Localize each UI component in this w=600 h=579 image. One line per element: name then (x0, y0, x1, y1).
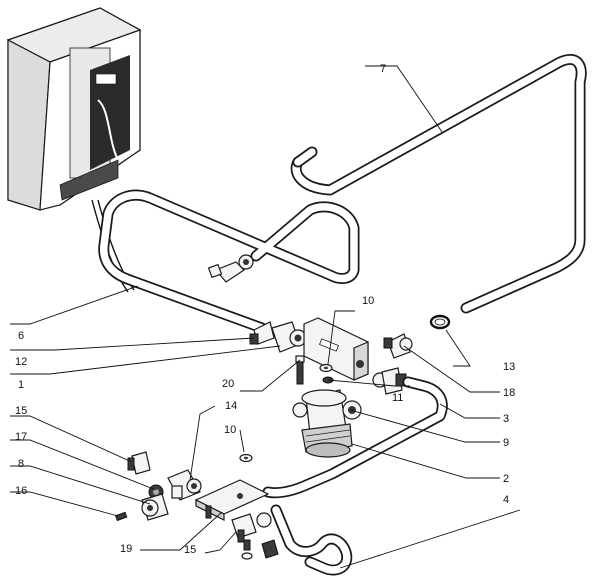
washer-10-lower (239, 453, 253, 463)
appliance-cabinet (6, 7, 142, 293)
tube-4 (270, 504, 353, 576)
label-6: 6 (18, 330, 24, 342)
washer-10 (319, 363, 333, 373)
label-11: 11 (392, 392, 403, 404)
label-15-lower: 15 (184, 544, 196, 556)
label-7: 7 (380, 63, 386, 75)
fitting-12 (249, 321, 275, 345)
label-3: 3 (503, 413, 509, 425)
label-12: 12 (15, 356, 27, 368)
label-10-lower: 10 (224, 424, 236, 436)
label-18: 18 (503, 387, 515, 399)
tube-9 (262, 376, 448, 499)
leader-lines (10, 65, 521, 569)
filter-housing-2 (292, 389, 362, 458)
tube-7 (290, 54, 587, 314)
fitting-3 (372, 367, 407, 395)
coupling-1 (271, 321, 307, 353)
elbow-fitting (207, 254, 254, 283)
label-13: 13 (503, 361, 515, 373)
fitting-18 (383, 333, 413, 359)
screw-20 (295, 355, 305, 385)
fitting-15-upper (127, 451, 151, 475)
label-15-upper: 15 (15, 405, 27, 417)
label-19: 19 (120, 543, 132, 555)
label-9: 9 (503, 437, 509, 449)
plate-19 (194, 479, 270, 521)
small-fittings (241, 539, 279, 560)
label-10-upper: 10 (362, 295, 374, 307)
callout-labels: 7 6 12 1 10 20 11 15 14 10 17 8 16 19 15… (15, 63, 515, 556)
clamp-13 (429, 314, 451, 330)
label-17: 17 (15, 431, 27, 443)
label-2: 2 (503, 473, 509, 485)
label-4: 4 (503, 494, 509, 506)
bracket (303, 317, 369, 381)
fitting-15-lower (231, 512, 272, 543)
label-14: 14 (225, 400, 237, 412)
label-20: 20 (222, 378, 234, 390)
label-1: 1 (18, 379, 24, 391)
fitting-14 (167, 469, 202, 501)
tube-6 (98, 189, 360, 334)
screw-16 (114, 511, 128, 522)
part-8 (141, 493, 169, 521)
label-16: 16 (15, 485, 27, 497)
label-8: 8 (18, 458, 24, 470)
